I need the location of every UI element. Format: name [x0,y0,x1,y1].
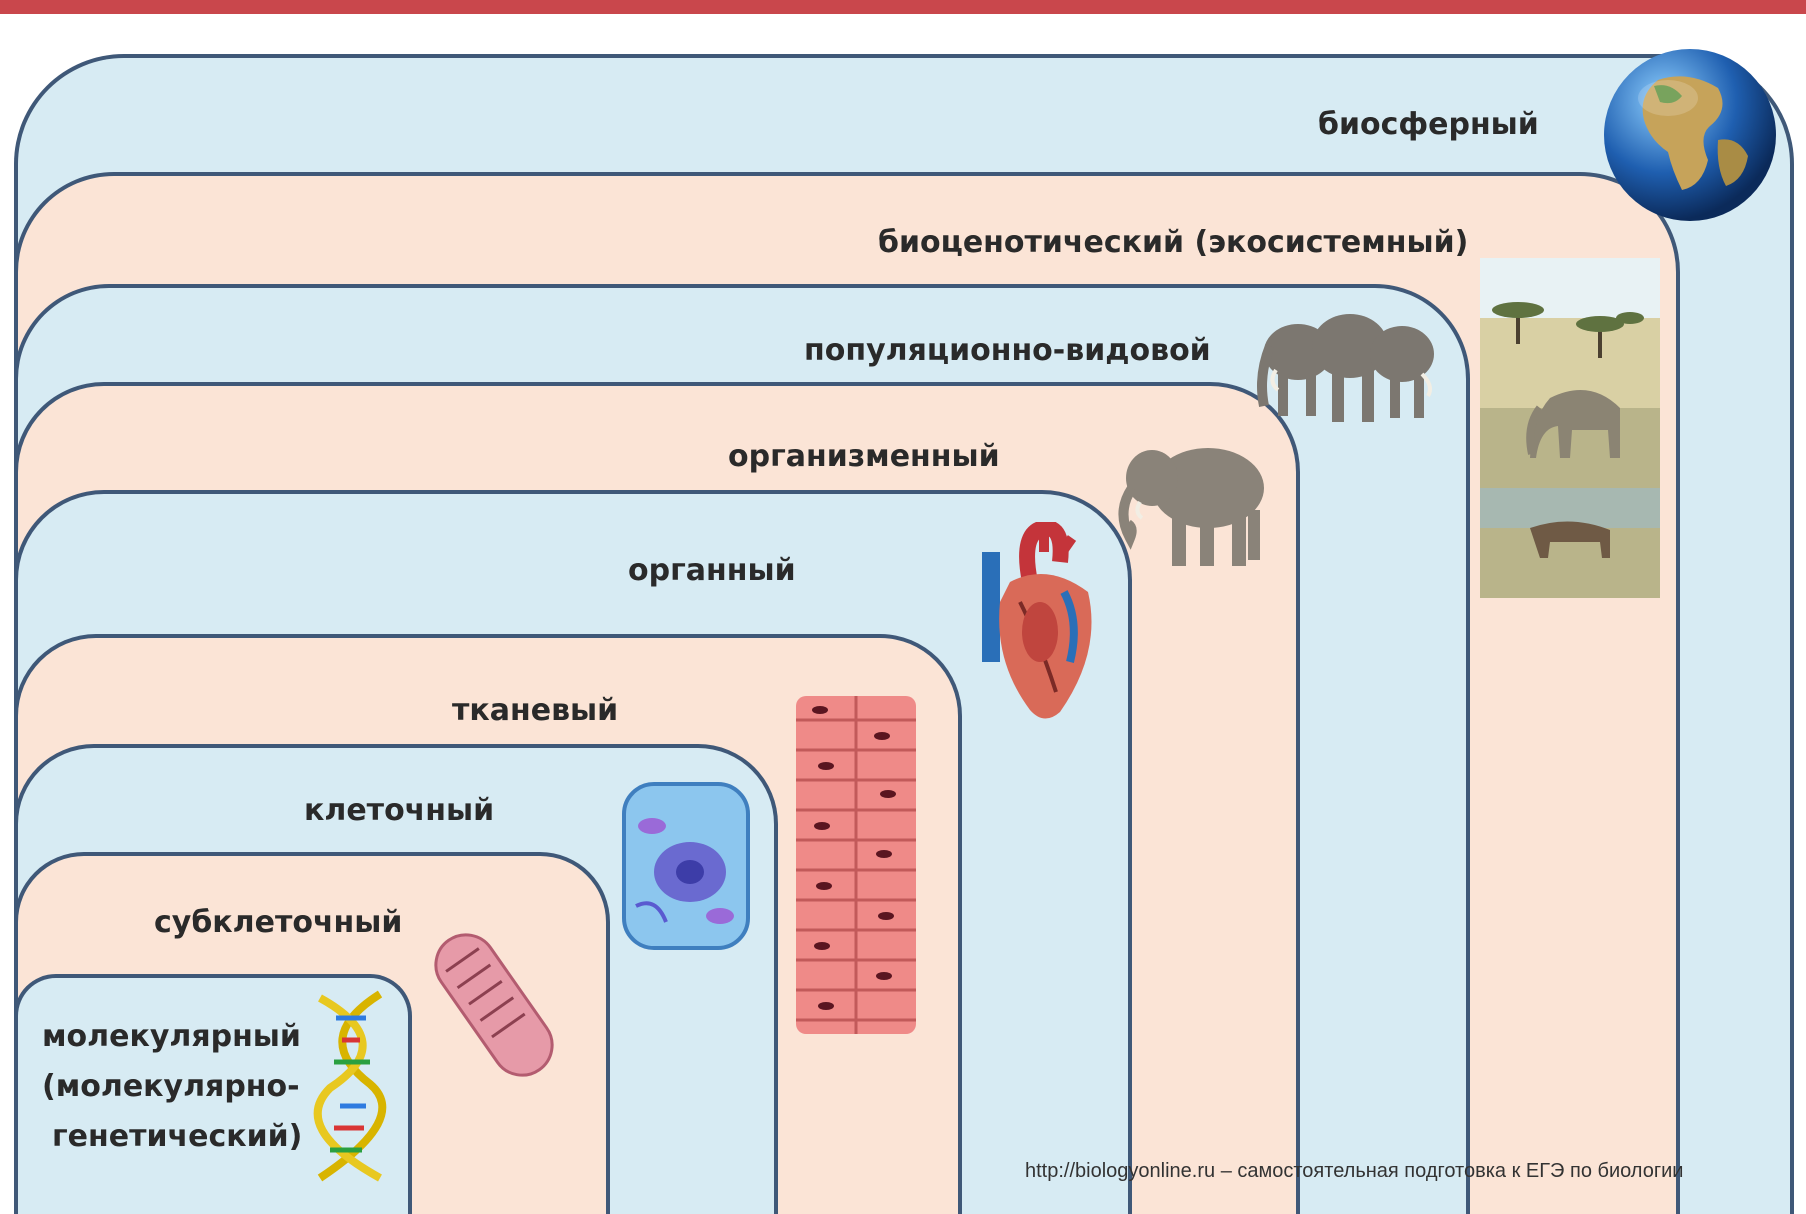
source-text: – самостоятельная подготовка к ЕГЭ по би… [1215,1160,1683,1182]
source-credit: http://biologyonline.ru – самостоятельна… [1025,1160,1683,1183]
title-banner-cropped [0,0,1806,14]
mitochondrion-image [424,920,564,1090]
source-url[interactable]: http://biologyonline.ru [1025,1160,1215,1182]
cell-image [616,776,756,956]
elephant-herd-image [1254,296,1444,430]
subcellular-label: субклеточный [154,908,402,938]
population-label: популяционно-видовой [804,336,1211,366]
molecular-label-line1: молекулярный [42,1022,301,1052]
elephant-image [1108,428,1278,570]
molecular-label-line2: (молекулярно- [42,1072,300,1102]
biocenotic-label: биоценотический (экосистемный) [878,228,1468,258]
biosphere-label: биосферный [1318,110,1539,140]
organism-label: организменный [728,442,1000,472]
tissue-image [792,690,924,1040]
heart-organ-image [960,522,1110,730]
savanna-ecosystem-image [1480,258,1660,598]
tissue-label: тканевый [452,696,618,726]
dna-image [290,988,410,1188]
molecular-label-line3: генетический) [52,1122,302,1152]
cellular-label: клеточный [304,796,494,826]
organ-label: органный [628,556,796,586]
globe-icon [1598,40,1782,230]
